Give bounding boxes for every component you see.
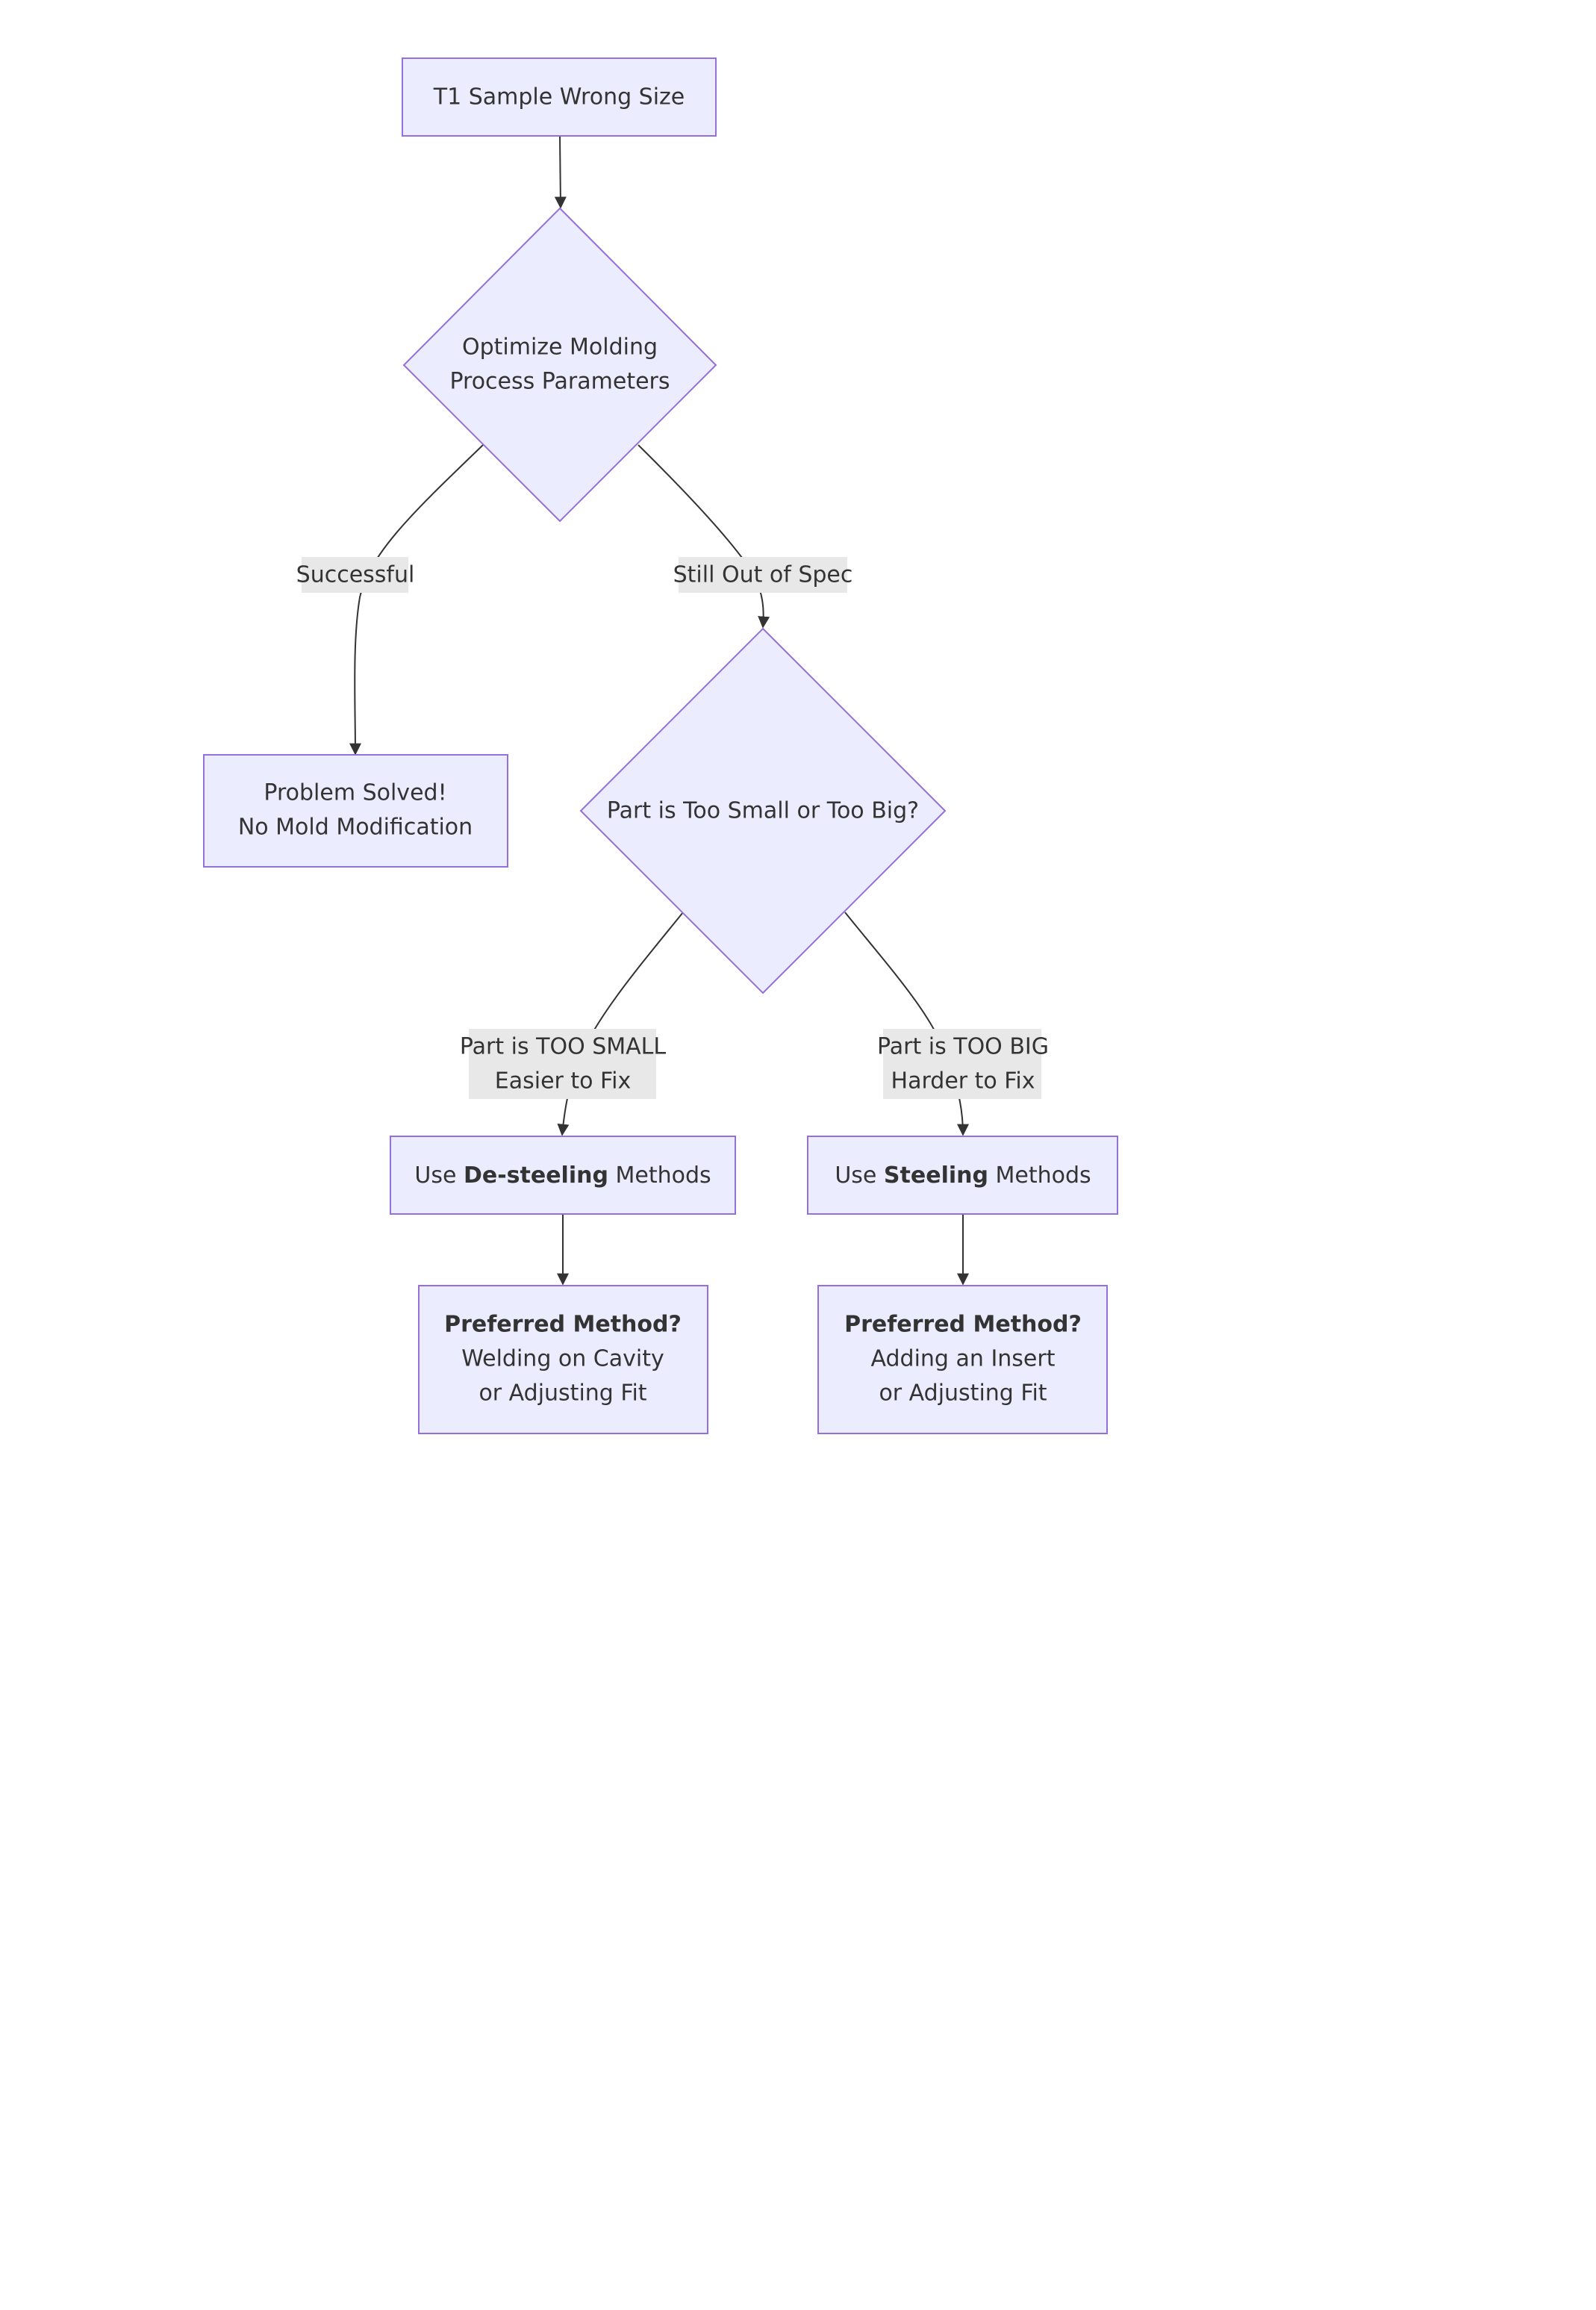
node-size-decision[interactable]: Part is Too Small or Too Big? bbox=[579, 627, 947, 994]
node-problem-solved[interactable]: Problem Solved! No Mold Modification bbox=[203, 754, 508, 868]
edge-label-too-big: Part is TOO BIG Harder to Fix bbox=[877, 1029, 1049, 1099]
edge-label-too-small: Part is TOO SMALL Easier to Fix bbox=[460, 1029, 667, 1099]
edge-optimize-to-sizecheck bbox=[638, 444, 770, 629]
edge-sizecheck-to-steel bbox=[844, 912, 969, 1136]
label-bold: De-steeling bbox=[464, 1162, 608, 1189]
edge-label-text: Part is TOO BIG bbox=[877, 1034, 1049, 1060]
edge-sizecheck-to-desteel bbox=[557, 912, 684, 1136]
node-box bbox=[817, 1285, 1108, 1434]
node-box bbox=[418, 1285, 708, 1434]
edge-label-bg bbox=[469, 1029, 656, 1099]
node-box bbox=[390, 1136, 736, 1215]
edge-optimize-to-solved bbox=[349, 444, 484, 756]
node-box bbox=[807, 1136, 1118, 1215]
edge-label-text: Easier to Fix bbox=[495, 1068, 631, 1095]
node-title: Preferred Method? bbox=[844, 1312, 1082, 1338]
label-prefix: Use bbox=[835, 1162, 884, 1189]
edge-label-bg bbox=[679, 557, 847, 593]
label-bold: Steeling bbox=[884, 1162, 988, 1189]
edge-label-text: Still Out of Spec bbox=[673, 562, 853, 588]
edge-label-text: Harder to Fix bbox=[891, 1068, 1035, 1095]
node-title: Preferred Method? bbox=[444, 1312, 682, 1338]
decision-diamond bbox=[579, 627, 947, 994]
node-label: Part is Too Small or Too Big? bbox=[607, 798, 919, 824]
label-prefix: Use bbox=[414, 1162, 464, 1189]
edge-label-bg bbox=[883, 1029, 1041, 1099]
node-preferred-big[interactable]: Preferred Method? Adding an Insert or Ad… bbox=[817, 1285, 1108, 1434]
label-suffix: Methods bbox=[988, 1162, 1091, 1189]
node-label: Problem Solved! bbox=[264, 780, 446, 806]
node-label: Use De-steeling Methods bbox=[414, 1162, 711, 1189]
node-label: Use Steeling Methods bbox=[835, 1162, 1091, 1189]
node-optimize-decision[interactable]: Optimize Molding Process Parameters bbox=[402, 207, 717, 523]
edge-label-out-of-spec: Still Out of Spec bbox=[673, 557, 853, 593]
node-label: Optimize Molding bbox=[462, 334, 658, 361]
edge-label-text: Part is TOO SMALL bbox=[460, 1034, 667, 1060]
edge-label-bg bbox=[302, 557, 408, 593]
node-box bbox=[402, 57, 717, 137]
edge-label-successful: Successful bbox=[296, 557, 415, 593]
node-label: Process Parameters bbox=[449, 369, 670, 395]
node-start[interactable]: T1 Sample Wrong Size bbox=[402, 57, 717, 137]
node-label: or Adjusting Fit bbox=[479, 1380, 646, 1407]
node-label: or Adjusting Fit bbox=[879, 1380, 1047, 1407]
node-label: T1 Sample Wrong Size bbox=[433, 84, 685, 110]
label-suffix: Methods bbox=[608, 1162, 711, 1189]
decision-diamond bbox=[402, 207, 717, 523]
node-label: Welding on Cavity bbox=[461, 1346, 664, 1372]
node-box bbox=[203, 754, 508, 868]
node-label: Adding an Insert bbox=[871, 1346, 1056, 1372]
edge-label-text: Successful bbox=[296, 562, 415, 588]
node-label: No Mold Modification bbox=[238, 815, 473, 841]
node-preferred-small[interactable]: Preferred Method? Welding on Cavity or A… bbox=[418, 1285, 708, 1434]
node-steeling[interactable]: Use Steeling Methods bbox=[807, 1136, 1118, 1215]
edge-start-to-optimize bbox=[554, 136, 567, 209]
node-desteeling[interactable]: Use De-steeling Methods bbox=[390, 1136, 736, 1215]
